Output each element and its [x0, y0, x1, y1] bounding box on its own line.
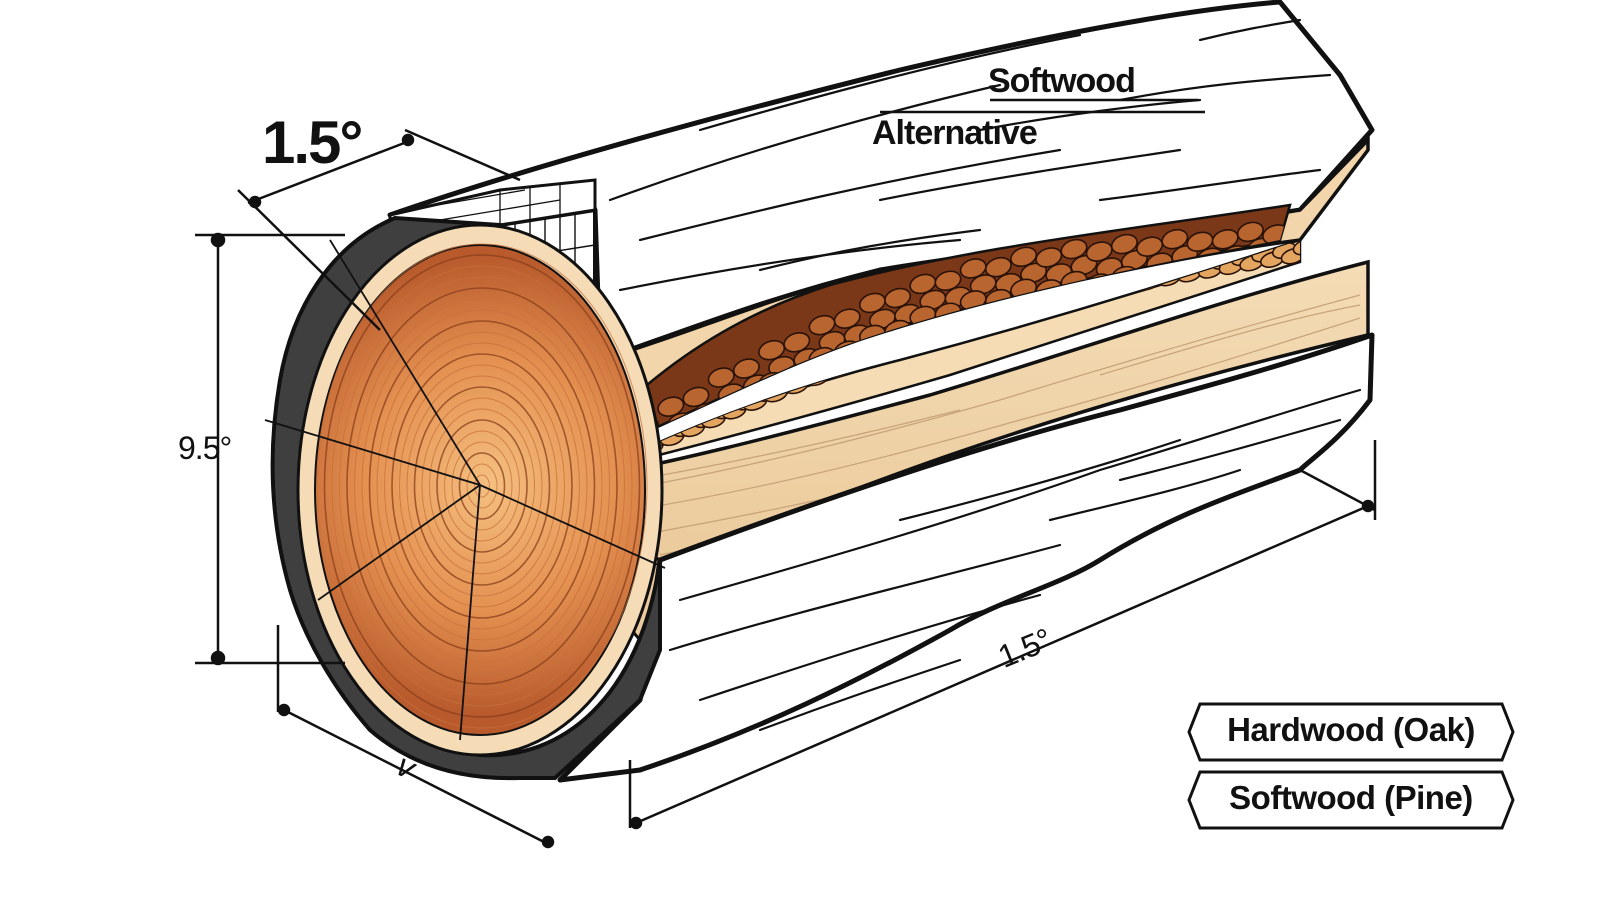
wood-cell	[887, 339, 913, 357]
wood-cell	[682, 386, 710, 408]
wood-cell	[949, 319, 975, 337]
growth-ring	[384, 342, 580, 630]
wood-cell	[940, 316, 966, 334]
legend-pine: Softwood (Pine)	[1190, 770, 1512, 826]
growth-ring	[451, 441, 513, 531]
growth-ring	[436, 419, 528, 553]
wood-cell	[899, 330, 925, 348]
wood-cell	[969, 274, 997, 295]
wood-cell	[837, 352, 863, 370]
growth-ring	[444, 430, 520, 542]
wood-cell	[1292, 240, 1300, 256]
wood-cell	[928, 325, 954, 343]
wood-cell	[1110, 233, 1138, 255]
growth-ring	[474, 474, 490, 498]
wood-cell	[1060, 238, 1088, 260]
wood-cell	[1073, 286, 1099, 304]
growth-ring	[346, 287, 618, 685]
growth-ring	[399, 364, 565, 608]
wood-cell	[934, 270, 962, 291]
wood-cell	[1052, 291, 1078, 309]
growth-ring	[323, 254, 641, 718]
wood-cell	[1032, 296, 1058, 314]
wood-cell	[1186, 231, 1214, 253]
wood-cell	[884, 287, 912, 309]
wood-cell	[783, 332, 811, 353]
wood-cell	[1236, 221, 1264, 243]
wood-cell	[1020, 262, 1048, 284]
growth-ring	[458, 452, 506, 520]
growth-ring	[316, 243, 648, 729]
growth-ring	[368, 320, 596, 652]
top-angle-label: 1.5°	[262, 109, 363, 176]
growth-ring	[331, 265, 633, 707]
growth-ring	[406, 375, 558, 597]
wood-cell	[1002, 298, 1028, 316]
wood-cell	[1161, 228, 1189, 250]
wood-cell	[657, 396, 685, 417]
growth-ring	[376, 331, 588, 641]
growth-ring	[421, 397, 543, 575]
growth-ring	[391, 353, 573, 619]
growth-ring	[339, 276, 625, 696]
wood-cell	[982, 304, 1008, 322]
legend-pine-text: Softwood (Pine)	[1229, 779, 1473, 816]
legend-oak-outline	[1187, 702, 1515, 762]
wood-cell	[833, 308, 861, 329]
wood-cell	[961, 310, 987, 328]
wood-cell	[878, 337, 904, 355]
wood-cell	[1011, 302, 1037, 319]
wood-cell	[990, 307, 1016, 325]
log-end	[264, 215, 666, 781]
growth-ring	[354, 298, 610, 674]
growth-ring	[429, 408, 535, 564]
wood-cell	[857, 344, 883, 362]
wood-cell	[732, 358, 760, 379]
title-line-2: Alternative	[872, 114, 1038, 152]
legend-oak-text: Hardwood (Oak)	[1227, 711, 1475, 748]
legend-pine-outline	[1187, 770, 1515, 830]
growth-ring	[466, 463, 498, 509]
wood-cell	[1010, 246, 1038, 268]
legend-oak: Hardwood (Oak)	[1190, 702, 1512, 758]
left-dimension-label: 9.5°	[178, 430, 232, 466]
wood-cell	[970, 313, 996, 331]
wood-cell	[959, 258, 987, 279]
growth-ring	[413, 386, 551, 586]
wood-cell	[984, 256, 1012, 278]
wood-cell	[908, 332, 933, 350]
wood-cell	[920, 323, 945, 341]
dimension-lines	[195, 98, 1377, 849]
growth-ring	[361, 309, 603, 663]
title-line-1: Softwood	[988, 62, 1136, 100]
